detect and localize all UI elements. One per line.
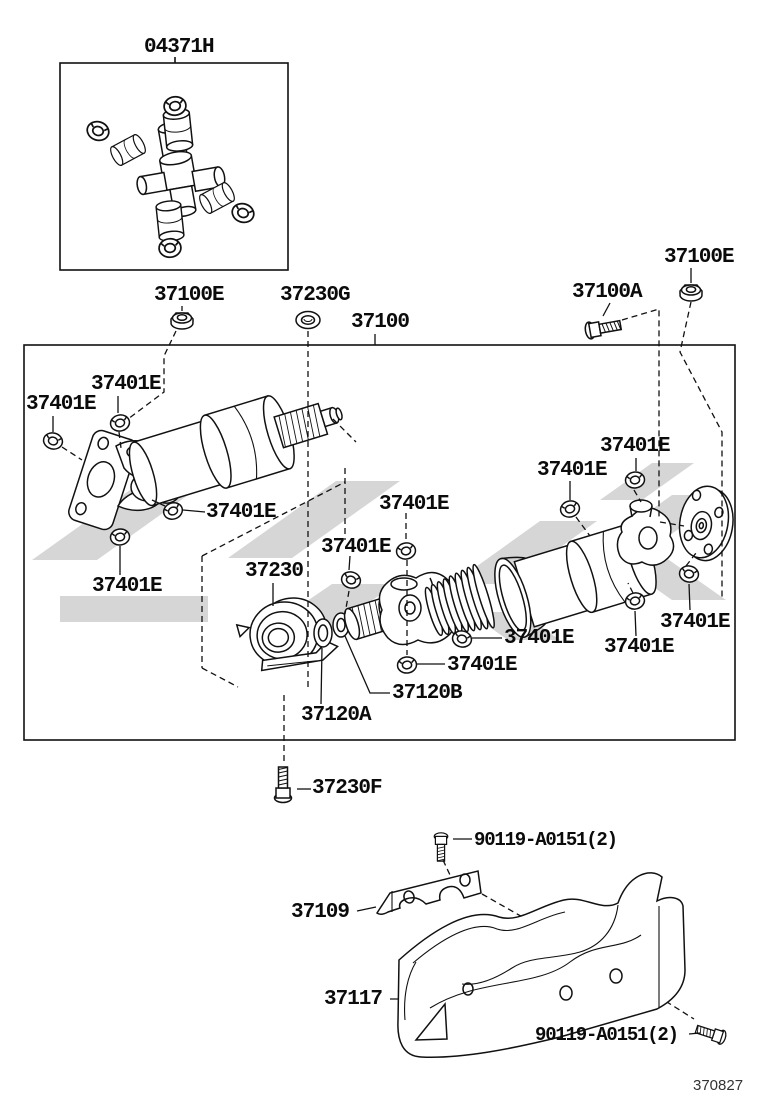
rear-shaft-drawing — [235, 485, 734, 672]
part-label-37230: 37230 — [245, 560, 304, 583]
part-label-04371H: 04371H — [144, 36, 215, 59]
part-label-37401E: 37401E — [600, 435, 671, 458]
bolt-37230F-icon — [273, 766, 293, 804]
drawing-number: 370827 — [693, 1077, 744, 1094]
part-label-37100E: 37100E — [664, 246, 735, 269]
part-label-37401E: 37401E — [447, 654, 518, 677]
bolt-90119-icon — [693, 1021, 729, 1046]
front-shaft-drawing — [68, 395, 343, 531]
part-label-37401E: 37401E — [92, 575, 163, 598]
part-label-37401E: 37401E — [537, 459, 608, 482]
part-label-37401E: 37401E — [206, 501, 277, 524]
bolt-90119-icon — [433, 832, 449, 862]
part-label-37401E: 37401E — [91, 373, 162, 396]
part-label-37230G: 37230G — [280, 284, 351, 307]
part-label-37401E: 37401E — [379, 493, 450, 516]
nut-37100E-icon — [679, 284, 703, 302]
part-label-90119-A0151: 90119-A0151(2) — [474, 829, 618, 851]
part-label-37100A: 37100A — [572, 281, 643, 304]
bolt-37100A-icon — [583, 315, 623, 341]
leader-lines-solid — [52, 268, 701, 1035]
main-assembly-box — [23, 344, 736, 741]
heat-shield-37117-drawing — [397, 872, 686, 1059]
bracket-37109-drawing — [375, 870, 482, 916]
nut-37100E-icon — [170, 312, 194, 330]
part-label-37120B: 37120B — [392, 682, 463, 705]
part-label-37230F: 37230F — [312, 777, 383, 800]
part-label-37120A: 37120A — [301, 704, 372, 727]
part-label-37401E: 37401E — [504, 627, 575, 650]
part-label-37401E: 37401E — [321, 536, 392, 559]
part-label-37100: 37100 — [351, 311, 410, 334]
part-label-37401E: 37401E — [660, 611, 731, 634]
part-label-90119-A0151: 90119-A0151(2) — [535, 1024, 679, 1046]
leader-lines-dashed — [61, 301, 723, 1020]
ujoint-kit-drawing — [83, 94, 258, 259]
part-label-37109: 37109 — [291, 901, 350, 924]
ujoint-kit-box — [59, 57, 289, 271]
part-label-37401E: 37401E — [26, 393, 97, 416]
part-label-37117: 37117 — [324, 988, 383, 1011]
part-label-37100E: 37100E — [154, 284, 225, 307]
grommet-37230G-icon — [295, 310, 321, 330]
part-label-37401E: 37401E — [604, 636, 675, 659]
